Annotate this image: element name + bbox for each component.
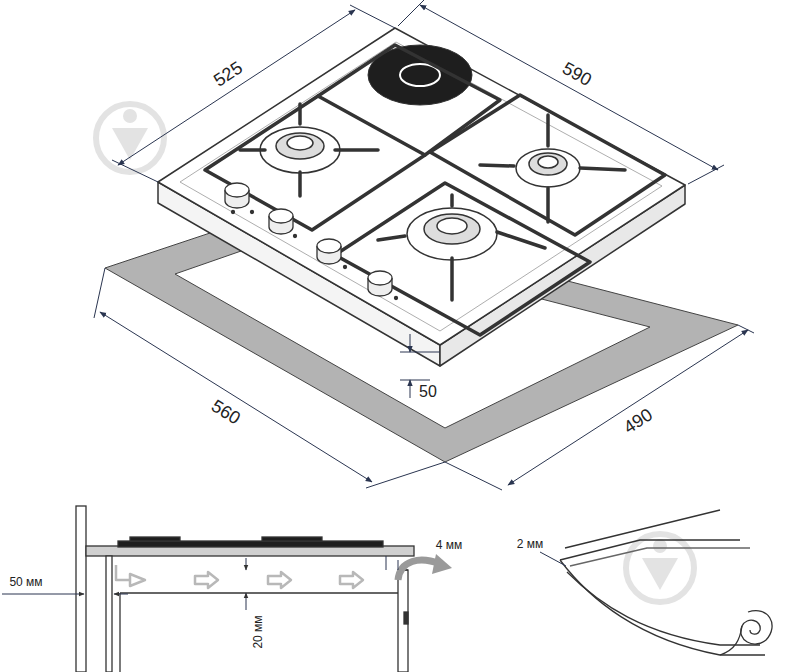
hob-body [180,42,662,331]
cross-section [119,593,120,672]
seal-tape [560,540,740,560]
gas-burner [260,127,340,173]
dimension-line [386,556,387,570]
dimension-note: 50 мм [9,576,42,588]
pan-grate [205,45,665,335]
dimension-value: 50 [419,384,437,400]
seal-tape [741,611,772,644]
watermark-icon [112,128,148,160]
cross-section [118,541,383,547]
dimension-line [398,0,424,26]
seal-tape [560,560,765,655]
control-knob [225,183,398,300]
watermark-icon [123,109,137,123]
dimension-line [94,268,105,318]
cross-section [76,506,86,672]
dimension-value: 490 [620,405,655,436]
control-knob [317,239,341,253]
cross-section [262,537,322,541]
control-knob [232,211,235,214]
dimension-line [114,594,128,595]
dimension-line [738,325,754,333]
dimension-line [118,10,355,165]
dimension-line [246,593,247,604]
pan-grate [318,45,500,155]
dimension-line [2,594,84,595]
gas-burner [529,153,567,175]
dimension-note: 4 мм [436,539,463,551]
gas-burner [260,127,580,260]
dimension-line [400,380,430,381]
watermark-icon [96,104,164,172]
dimension-line [112,160,158,182]
hob-body [158,28,685,366]
dimension-line [398,560,399,570]
pan-grate [240,104,378,196]
dimension-line [508,330,748,485]
seal-tape [570,548,750,566]
dimension-line [350,5,395,28]
control-knob [344,266,347,269]
seal-tape [540,552,566,566]
airflow-arrow [195,572,218,588]
dimension-note: 2 мм [517,538,544,550]
gas-burner [287,136,313,150]
pan-grate [335,183,590,335]
gas-burner [437,218,467,234]
cross-section [398,570,408,672]
dimension-line [2,556,398,610]
airflow-arrow [268,572,291,588]
dimension-value: 560 [208,396,243,427]
gas-burner [407,208,497,260]
dimension-line [246,604,247,610]
dimension-line [366,462,445,488]
airflow-arrow [340,572,363,588]
pan-grate [430,95,665,235]
cross-section [130,537,180,541]
control-knob [225,183,249,197]
watermark-icon [642,558,678,590]
seal-tape [720,626,742,655]
dimension-line [100,312,372,482]
cross-section [120,592,398,593]
pan-grate [205,96,425,230]
dimension-line [445,462,502,490]
watermark-icon [653,539,667,553]
gas-burner [538,156,558,168]
cross-section [404,612,408,624]
dimension-line [94,0,754,490]
airflow-arrow [432,554,452,574]
hob-body [158,28,685,345]
dimension-note: 20 мм [252,615,264,648]
watermark-icon [626,534,694,602]
seal-tape [565,510,720,548]
cross-section [106,556,112,672]
control-knob [251,211,254,214]
pan-grate [378,195,545,300]
dimension-line [400,352,440,353]
seal-tape [540,510,772,655]
gas-burner [276,133,324,159]
gas-burner [424,214,480,244]
control-knob [269,209,293,223]
gas-burner [516,149,580,187]
airflow-arrow [116,554,452,588]
control-knob [294,235,297,238]
pan-grate [480,115,625,222]
dimension-line [246,558,247,570]
airflow-arrow [130,574,145,586]
airflow-arrow [116,565,130,580]
dimension-line [410,334,411,352]
control-knob [395,297,398,300]
dimension-line [410,380,411,398]
dimension-line [688,165,724,184]
seal-tape [567,572,760,645]
control-knob [368,271,392,285]
dimension-line [420,5,718,170]
cross-section [76,506,414,672]
